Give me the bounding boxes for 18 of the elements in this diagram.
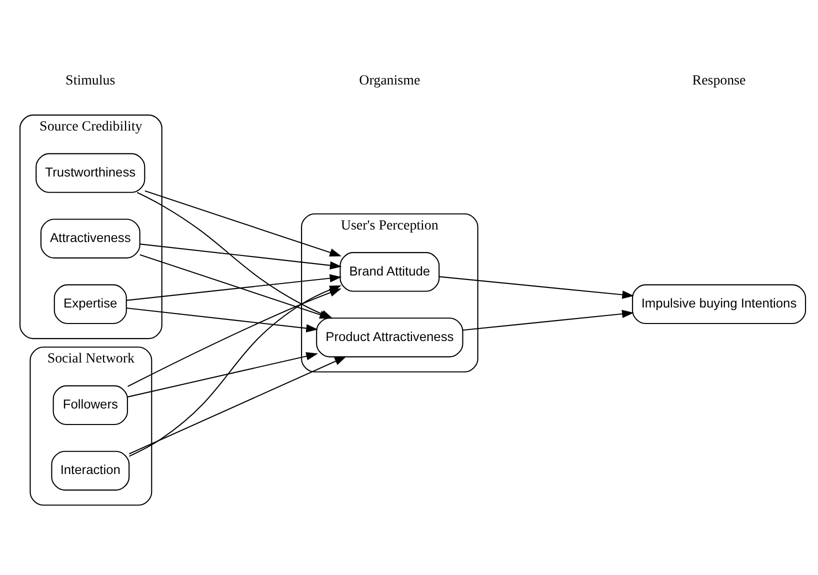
- arrow: [127, 352, 318, 398]
- node-box: Product Attractiveness: [316, 318, 464, 358]
- arrow: [126, 308, 318, 332]
- node-box: Brand Attitude: [340, 252, 440, 292]
- arrow: [462, 310, 634, 331]
- node-box: Interaction: [51, 450, 130, 491]
- label: Response: [692, 73, 746, 88]
- arrow: [128, 356, 346, 454]
- arrow: [439, 276, 634, 299]
- node-box: Expertise: [54, 284, 127, 324]
- arrow: [144, 190, 342, 256]
- node-box: Followers: [52, 385, 128, 426]
- node-box: Attractiveness: [40, 218, 140, 258]
- label: Organisme: [359, 73, 420, 88]
- node-box: Impulsive buying Intentions: [632, 284, 806, 324]
- node-box: Trustworthiness: [36, 153, 146, 193]
- arrow: [140, 244, 342, 270]
- label: Stimulus: [66, 73, 116, 88]
